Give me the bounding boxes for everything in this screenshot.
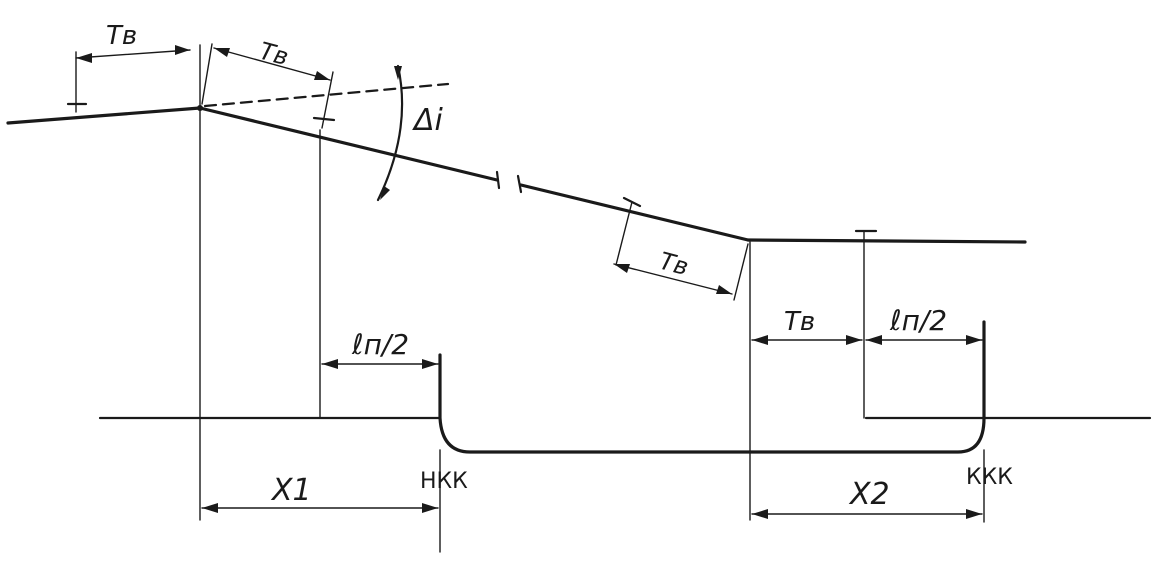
delta-i-arc (376, 64, 404, 202)
ln2-left-label: ℓп/2 (351, 328, 409, 361)
ln2-right-dimension: ℓп/2 (865, 304, 983, 345)
curve-section (438, 320, 986, 454)
tv-right-dimension: Tв (751, 307, 863, 345)
tv-right-marker (854, 229, 878, 419)
delta-i-label: Δi (412, 103, 444, 138)
delta-i-angle: Δi (376, 64, 444, 202)
tv-mid-slant-dimension: Tв (613, 196, 749, 301)
grade-break-slant-tick (201, 43, 213, 105)
grade-extension-dashed (203, 82, 450, 108)
x2-dimension: X2 (751, 449, 985, 523)
nkk-label: НКК (420, 469, 468, 494)
x1-dimension: X1 (201, 449, 441, 553)
ln2-left-dimension: ℓп/2 (321, 328, 439, 369)
profile-down-grade-segment-2 (519, 183, 750, 242)
tv-right-label: Tв (784, 307, 815, 337)
profile-right-segment (746, 238, 1027, 244)
x2-label: X2 (848, 477, 890, 512)
profile-break-tick-1 (495, 170, 501, 190)
plan-line (98, 320, 1152, 454)
tv-top-left-label: Tв (106, 21, 137, 51)
profile-break-tick-2 (516, 174, 523, 194)
ln2-right-label: ℓп/2 (889, 304, 947, 337)
tv-top-left-dimension: Tв (66, 21, 191, 113)
x1-label: X1 (270, 473, 312, 508)
profile-left-segment (6, 106, 202, 125)
profile-down-grade-segment-1 (198, 106, 499, 182)
profile-line (6, 105, 1027, 244)
tv-top-slant-label: Tв (256, 37, 291, 72)
kkk-label: ККК (966, 465, 1013, 490)
